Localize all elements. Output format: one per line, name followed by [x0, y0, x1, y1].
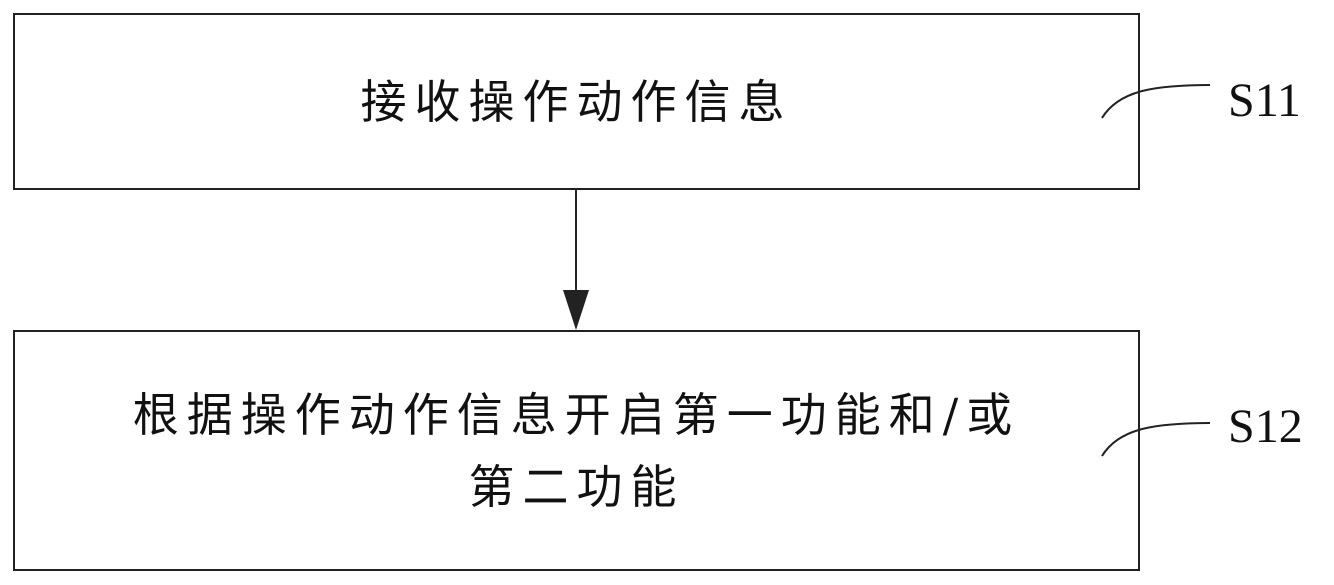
label-s11-leader — [1101, 84, 1211, 119]
step-s11-box: 接收操作动作信息 — [13, 13, 1140, 190]
label-s12-leader — [1101, 422, 1211, 457]
step-s12-text-line1: 根据操作动作信息开启第一功能和/或 — [132, 387, 1021, 442]
step-s12-text: 根据操作动作信息开启第一功能和/或 第二功能 — [133, 379, 1021, 523]
step-s12-label: S12 — [1228, 400, 1303, 453]
flow-arrow-head — [563, 290, 589, 330]
step-s12-text-line2: 第二功能 — [468, 459, 685, 514]
step-s11-label: S11 — [1228, 74, 1301, 127]
step-s11-text: 接收操作动作信息 — [360, 74, 793, 129]
step-s12-box: 根据操作动作信息开启第一功能和/或 第二功能 — [13, 330, 1140, 571]
